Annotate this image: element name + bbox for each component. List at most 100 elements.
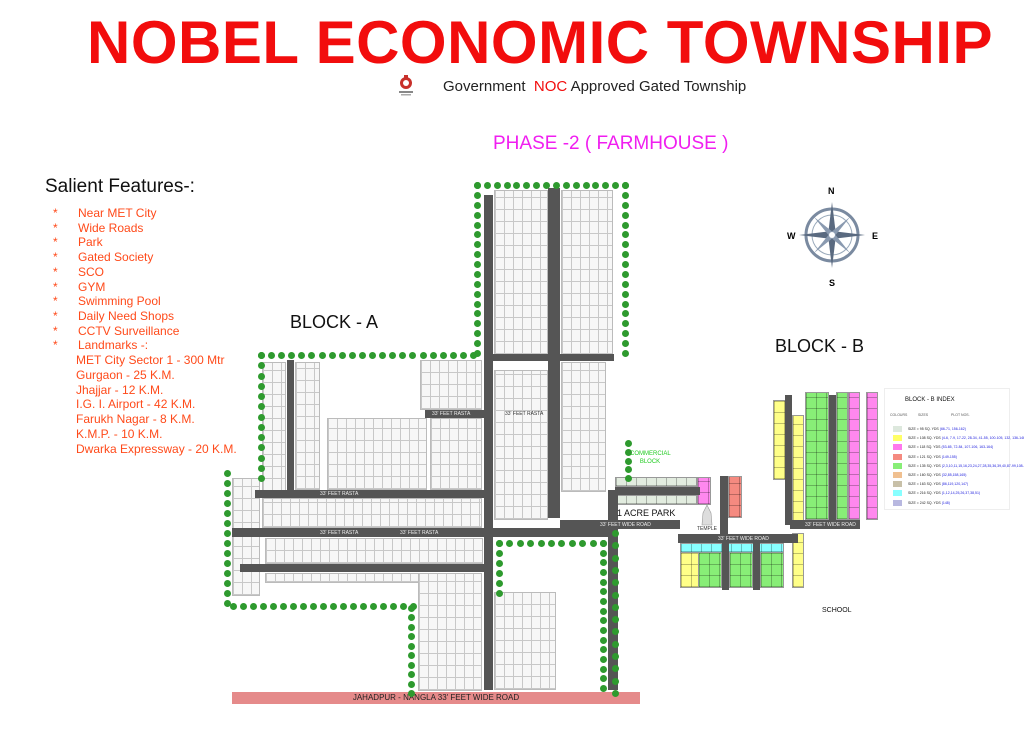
road <box>484 354 614 361</box>
tree-icon <box>600 685 607 692</box>
feature-text: SCO <box>78 264 105 279</box>
plot-area[interactable] <box>561 362 606 492</box>
tree-icon <box>474 350 481 357</box>
plot-area[interactable] <box>836 392 848 520</box>
tree-icon <box>600 588 607 596</box>
tree-icon <box>612 542 619 550</box>
plot-area[interactable] <box>418 573 482 691</box>
index-row: SIZE = 118 SQ. YDS(53-65, 72-84, 107-106… <box>893 443 993 451</box>
tree-icon <box>358 352 366 359</box>
subtitle-text: Government <box>443 78 526 95</box>
plot-area[interactable] <box>805 392 829 520</box>
tree-icon <box>612 530 619 537</box>
color-swatch <box>893 490 902 497</box>
noc-text: NOC <box>533 78 568 95</box>
tree-icon <box>474 280 481 288</box>
commercial-plots[interactable] <box>615 477 697 487</box>
road <box>829 395 836 525</box>
plot-area[interactable] <box>430 418 482 490</box>
tree-icon <box>224 520 231 527</box>
commercial-plots[interactable] <box>615 495 697 505</box>
tree-icon <box>338 352 346 359</box>
feature-text: Park <box>78 235 103 250</box>
tree-icon <box>493 182 501 189</box>
tree-icon <box>224 580 231 587</box>
school-label: SCHOOL <box>822 607 852 614</box>
tree-icon <box>622 191 629 199</box>
tree-icon <box>258 352 265 359</box>
feature-text: Near MET City <box>78 206 157 220</box>
road <box>722 540 729 590</box>
tree-icon <box>268 352 276 359</box>
tree-icon <box>612 677 619 685</box>
plot-area[interactable] <box>680 543 784 553</box>
index-plots: (148) <box>941 500 950 505</box>
tree-icon <box>288 352 296 359</box>
tree-icon <box>474 290 481 298</box>
tree-icon <box>622 182 629 189</box>
index-size: SIZE = 163 SQ. YDS <box>908 482 941 487</box>
tree-icon <box>258 434 265 441</box>
plot-area[interactable] <box>295 362 320 490</box>
plot-area[interactable] <box>262 498 482 528</box>
tree-icon <box>308 352 316 359</box>
index-size: SIZE = 118 SQ. YDS <box>908 445 941 450</box>
tree-icon <box>474 300 481 308</box>
tree-icon <box>592 182 600 189</box>
plot-area[interactable] <box>420 360 482 410</box>
plot-area[interactable] <box>866 392 878 520</box>
tree-icon <box>408 623 415 631</box>
plot-area[interactable] <box>232 478 260 596</box>
plot-area[interactable] <box>848 392 860 520</box>
road-33-feet-rasta <box>255 490 485 498</box>
tree-icon <box>612 653 619 661</box>
feature-text: Swimming Pool <box>78 294 161 309</box>
index-size: SIZE = 108 SQ. YDS <box>908 436 941 441</box>
tree-icon <box>224 570 231 577</box>
plot-area[interactable] <box>680 543 702 588</box>
index-row: SIZE = 242 SQ. YDS(148) <box>893 499 950 507</box>
plot-area[interactable] <box>494 370 548 520</box>
compass-rose-icon <box>799 202 865 268</box>
tree-icon <box>474 251 481 259</box>
road <box>240 564 484 572</box>
tree-icon <box>600 559 607 567</box>
plot-area[interactable] <box>792 533 804 588</box>
feature-text: Wide Roads <box>78 220 144 235</box>
feature-text: Gated Society <box>78 250 154 265</box>
plot-area[interactable] <box>327 418 427 490</box>
tree-icon <box>516 540 524 547</box>
tree-icon <box>399 352 407 359</box>
tree-icon <box>474 320 481 328</box>
plot-area[interactable] <box>494 592 556 690</box>
plot-area[interactable] <box>729 543 753 588</box>
tree-icon <box>600 598 607 605</box>
plot-area[interactable] <box>494 190 548 355</box>
tree-icon <box>408 633 415 641</box>
landmark-item: I.G. I. Airport - 42 K.M. <box>76 397 196 412</box>
plot-area[interactable] <box>265 538 483 564</box>
phase-title: PHASE -2 ( FARMHOUSE ) <box>493 133 729 154</box>
bullet: * <box>53 250 58 265</box>
tree-icon <box>600 636 607 644</box>
block-b-label: BLOCK - B <box>775 336 865 356</box>
tree-icon <box>496 540 503 547</box>
tree-icon <box>270 603 277 610</box>
index-title: BLOCK - B INDEX <box>905 397 955 403</box>
road-label: 33' FEET WIDE ROAD <box>600 522 651 528</box>
color-swatch <box>893 453 902 460</box>
tree-icon <box>622 241 629 249</box>
color-swatch <box>893 499 902 506</box>
feature-item: *Daily Need Shops <box>53 309 174 323</box>
bullet: * <box>53 264 58 279</box>
plot-area[interactable] <box>792 415 804 525</box>
plot-area[interactable] <box>760 543 784 588</box>
tree-icon <box>298 352 306 359</box>
plot-area[interactable] <box>728 476 742 518</box>
tree-icon <box>389 352 397 359</box>
plot-area[interactable] <box>561 190 613 355</box>
index-plots: (1,12,14,25,26,37,38,51) <box>941 491 981 496</box>
tree-icon <box>600 569 607 576</box>
plot-area[interactable] <box>262 362 286 492</box>
plot-area[interactable] <box>697 477 711 505</box>
